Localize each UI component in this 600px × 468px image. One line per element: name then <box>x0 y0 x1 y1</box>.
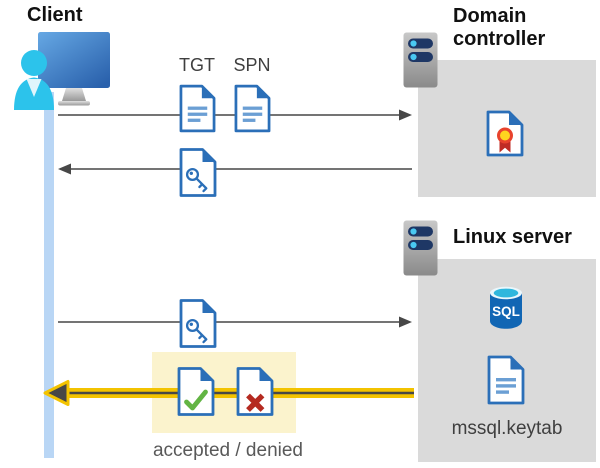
linux-server-label: Linux server <box>453 226 572 248</box>
denied-doc-x-icon <box>236 367 274 416</box>
keytab-filename-label: mssql.keytab <box>451 418 563 439</box>
client-computer-user-icon <box>14 32 110 110</box>
service-ticket-key-icon <box>179 148 217 197</box>
sql-database-icon: SQL <box>490 286 522 329</box>
domain-controller-label: Domain controller <box>453 5 546 50</box>
sql-label: SQL <box>492 304 520 319</box>
client-label: Client <box>27 4 83 26</box>
tgt-label: TGT <box>179 55 215 75</box>
service-ticket-key-icon <box>179 299 217 348</box>
spn-label: SPN <box>233 55 271 75</box>
client-lifeline <box>44 92 54 458</box>
keytab-file-icon <box>487 355 525 405</box>
accepted-denied-label: accepted / denied <box>152 440 303 461</box>
accepted-doc-check-icon <box>177 367 215 416</box>
tgt-ticket-icon <box>179 84 216 133</box>
result-yellow-arrow <box>43 380 414 406</box>
certificate-icon <box>486 110 524 157</box>
spn-ticket-icon <box>234 84 271 133</box>
domain-controller-server-icon <box>403 32 438 88</box>
linux-server-icon <box>403 220 438 276</box>
